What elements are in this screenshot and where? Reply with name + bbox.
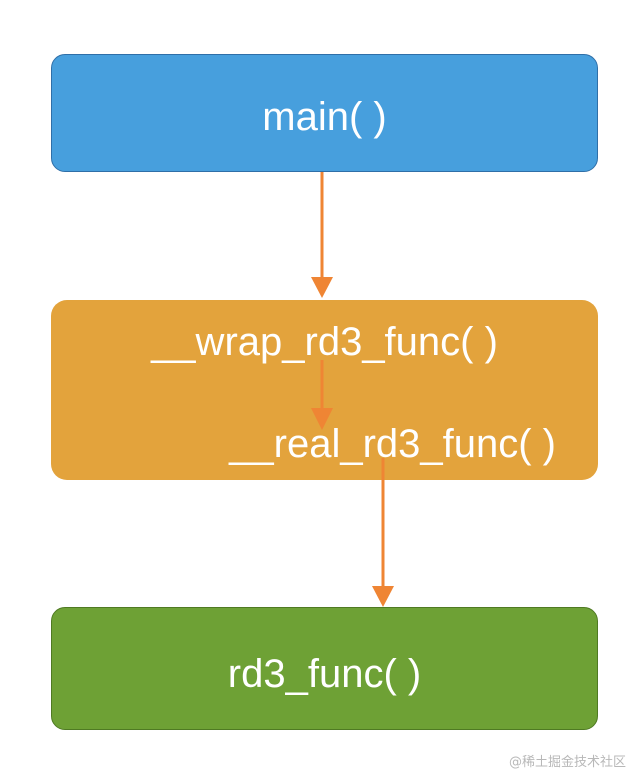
rd3-node-label: rd3_func( ): [227, 652, 422, 696]
wrap-node-label: __wrap_rd3_func( ): [151, 320, 498, 364]
wrap-node: __wrap_rd3_func( ) __real_rd3_func( ): [51, 300, 598, 480]
rd3-node: rd3_func( ): [51, 607, 598, 730]
real-node-label: __real_rd3_func( ): [229, 422, 556, 466]
main-node-label: main( ): [262, 95, 387, 139]
main-node: main( ): [51, 54, 598, 172]
watermark-text: @稀土掘金技术社区: [508, 755, 626, 770]
arrow-main-to-wrap: [311, 172, 333, 298]
arrow-real-to-rd3: [372, 458, 394, 607]
